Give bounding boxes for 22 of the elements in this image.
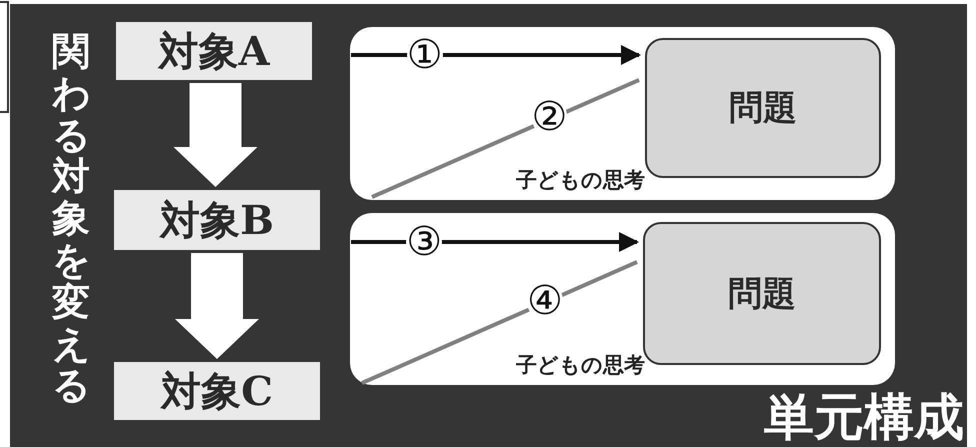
node-label: 対象B [160, 196, 274, 246]
node-label: 問題 [728, 272, 796, 316]
block-arrow [174, 83, 258, 187]
object-box [114, 190, 320, 250]
object-box [116, 22, 312, 80]
node-label: 対象A [158, 26, 270, 76]
object-box [114, 362, 320, 420]
vertical-caption: 関わる対象を変える [52, 30, 90, 406]
panel-caption: 子どもの思考 [516, 166, 645, 194]
connector-line [361, 260, 638, 385]
arrow [351, 45, 641, 65]
block-arrow [175, 253, 259, 359]
arrow [351, 232, 639, 252]
problem-box [645, 38, 881, 178]
thinking-panel [350, 27, 895, 200]
node-label: 問題 [729, 87, 797, 130]
thinking-panel [350, 213, 895, 385]
node-label: 対象C [161, 366, 273, 416]
panel-caption: 子どもの思考 [516, 351, 645, 379]
problem-box [643, 222, 881, 365]
connector-line [371, 78, 640, 199]
title: 単元構成 [764, 386, 964, 447]
